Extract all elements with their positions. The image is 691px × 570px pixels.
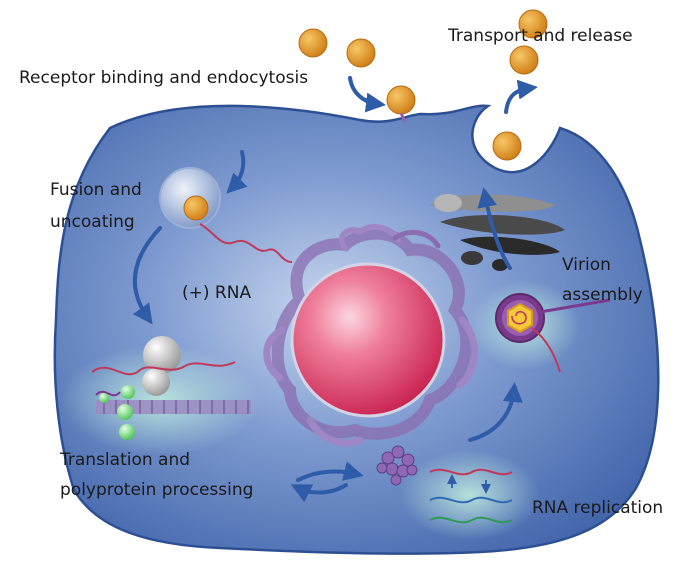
- replication-vesicles: [376, 445, 418, 486]
- label-receptor-binding: Receptor binding and endocytosis: [19, 68, 309, 88]
- label-translation-line2: polyprotein processing: [60, 480, 254, 500]
- label-translation-line1: Translation and: [60, 450, 191, 470]
- label-virion-line2: assembly: [562, 285, 643, 305]
- rna-replication-strands: [429, 468, 513, 524]
- endoplasmic-reticulum: [263, 223, 478, 447]
- golgi-apparatus: [430, 194, 565, 271]
- nucleus: [290, 262, 446, 418]
- label-fusion-line2: uncoating: [50, 212, 135, 232]
- virions: [183, 9, 548, 221]
- process-arrows: [132, 76, 538, 503]
- label-transport-and-release: Transport and release: [448, 26, 633, 46]
- translation-complex: [91, 336, 251, 440]
- label-plus-rna: (+) RNA: [182, 283, 252, 303]
- label-virion-line1: Virion: [562, 255, 611, 275]
- label-fusion-line1: Fusion and: [50, 180, 142, 200]
- label-rna-replication: RNA replication: [532, 498, 664, 518]
- assembling-virion: [495, 293, 611, 373]
